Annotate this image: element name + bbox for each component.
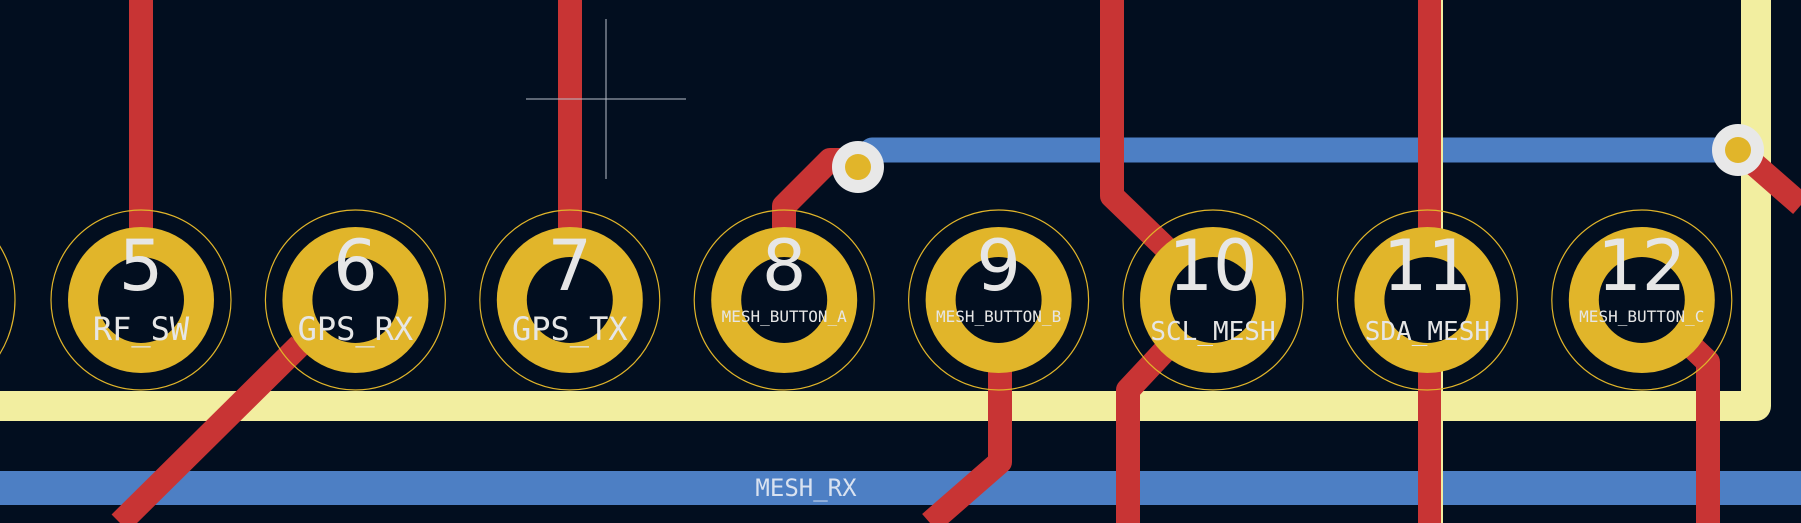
pad-net-label: SDA_MESH <box>1365 317 1490 347</box>
pad-net-label: GPS_TX <box>512 310 628 348</box>
scl-mesh-trace-lower[interactable] <box>1116 336 1179 523</box>
mesh-button-b-trace[interactable] <box>922 350 1012 523</box>
pad-clearance-outline <box>50 209 232 391</box>
pad-number-label: 11 <box>1383 225 1472 307</box>
pad-clearance-outline <box>907 209 1090 391</box>
pad-number-label: 7 <box>548 225 593 307</box>
pad-net-label: MESH_BUTTON_B <box>936 307 1061 326</box>
pad-clearance-outline <box>264 209 446 391</box>
pad-drill-hole <box>955 257 1042 343</box>
pad-net-label: MESH_BUTTON_A <box>722 307 848 326</box>
partial-pad-outline <box>0 245 16 355</box>
pad-drill-hole <box>312 257 399 343</box>
pad-net-label: SCL_MESH <box>1150 317 1275 347</box>
pad-drill-hole <box>526 257 613 343</box>
via-left[interactable] <box>832 141 884 193</box>
scl-mesh-trace-upper[interactable] <box>1100 0 1177 259</box>
edge-cuts-layer <box>0 0 1771 421</box>
mesh-rx-trace[interactable] <box>0 471 1801 505</box>
pad-number-label: 9 <box>976 225 1021 307</box>
pad-clearance-outline <box>479 209 661 391</box>
pad-net-label: RF_SW <box>93 310 190 348</box>
pad-number-label: 10 <box>1168 225 1257 307</box>
via-right[interactable] <box>1712 124 1764 176</box>
pad-clearance-outline <box>1122 209 1304 391</box>
pad-drill-hole <box>1170 257 1256 343</box>
pad-5[interactable]: 5RF_SW <box>50 209 232 391</box>
pad-clearance-outline <box>693 209 875 391</box>
mesh-button-c-trace[interactable] <box>1681 336 1720 523</box>
pad-drill-hole <box>98 257 184 343</box>
mesh-rx-label: MESH_RX <box>755 474 857 502</box>
pad-net-label: MESH_BUTTON_C <box>1579 307 1704 326</box>
pad-number-label: 12 <box>1597 225 1686 307</box>
pad-row: 5RF_SW6GPS_RX7GPS_TX8MESH_BUTTON_A9MESH_… <box>50 209 1733 391</box>
pad-drill-hole <box>741 257 828 343</box>
crosshair-cursor-icon <box>526 19 686 179</box>
pad-number-label: 6 <box>333 225 378 307</box>
pad-clearance-outline <box>1336 209 1519 391</box>
pad-clearance-outline <box>1551 209 1733 391</box>
pad-drill-hole <box>1384 257 1471 343</box>
pad-number-label: 5 <box>119 225 164 307</box>
board-edge-outline <box>0 0 1771 421</box>
gps-rx-trace[interactable] <box>111 336 309 523</box>
pad-number-label: 8 <box>762 225 807 307</box>
back-copper-layer <box>0 137 1801 505</box>
pad-drill-hole <box>1598 257 1685 343</box>
pad-net-label: GPS_RX <box>298 310 414 348</box>
